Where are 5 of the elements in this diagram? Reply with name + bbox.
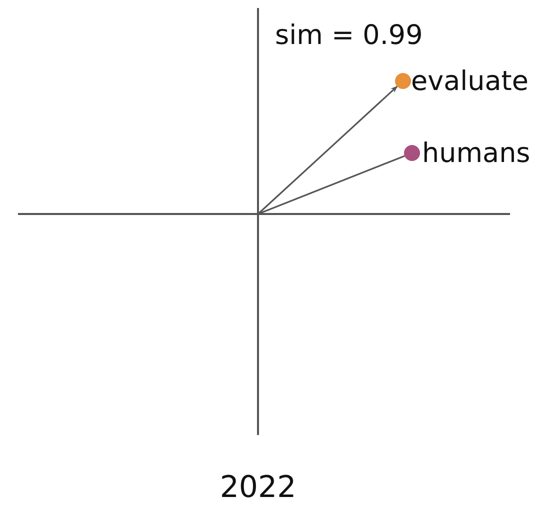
caption: 2022 <box>220 470 296 505</box>
point-label: evaluate <box>411 66 528 96</box>
similarity-label: sim = 0.99 <box>275 20 423 51</box>
vector-arrow <box>257 86 398 215</box>
point-label: humans <box>422 138 530 168</box>
